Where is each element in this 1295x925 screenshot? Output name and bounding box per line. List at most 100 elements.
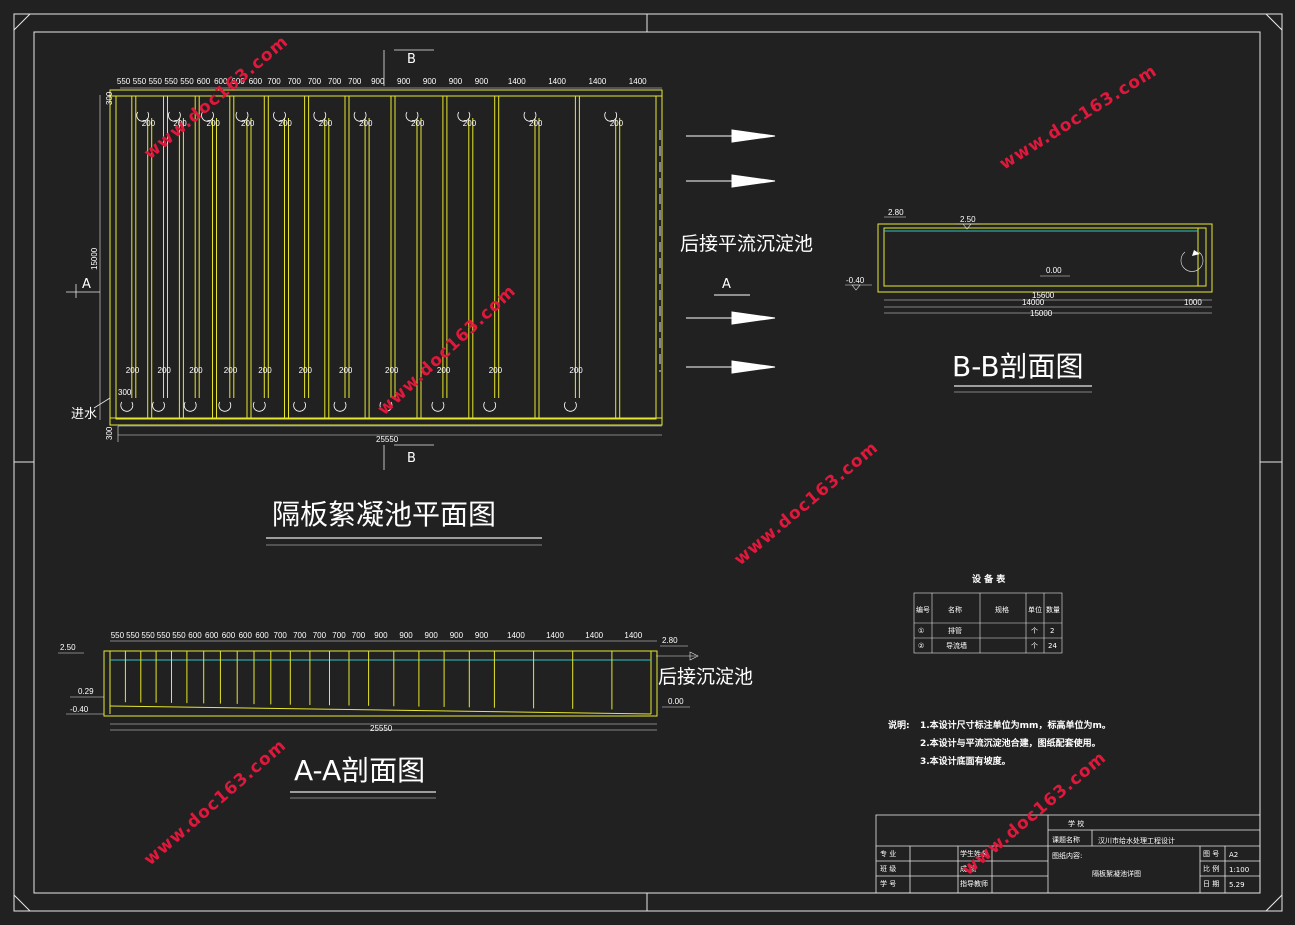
aa-top-dim-label: 700	[274, 631, 288, 640]
bb-level-top: 2.80	[888, 208, 904, 217]
section-bb-title: B-B剖面图	[952, 350, 1084, 383]
aa-top-dim-label: 550	[126, 631, 140, 640]
plan-top-dim-label: 600	[214, 77, 228, 86]
plan-height-dim: 15000	[90, 247, 99, 270]
aa-top-dim-label: 700	[352, 631, 366, 640]
plan-flow-arrow	[152, 401, 165, 412]
aa-top-dim-label: 600	[239, 631, 253, 640]
bb-level-zero: 0.00	[1046, 266, 1062, 275]
plan-top-dim-label: 550	[133, 77, 147, 86]
plan-bottom-dim: 25550	[376, 435, 399, 444]
plan-slot-label: 200	[126, 366, 140, 375]
plan-top-dim-label: 600	[197, 77, 211, 86]
design-notes: 说明: 1.本设计尺寸标注单位为mm，标高单位为m。 2.本设计与平流沉淀池合建…	[888, 719, 1111, 767]
aa-note: 后接沉淀池	[658, 666, 753, 688]
plan-top-dim-label: 900	[397, 77, 411, 86]
title-block: 学 校 课题名称 汉川市给水处理工程设计 图纸内容: 隔板絮凝池详图 专 业 班…	[875, 814, 1261, 894]
flow-arrows	[686, 129, 776, 374]
tb-right-value-2: 1:100	[1229, 866, 1249, 874]
eq-header-name: 名称	[948, 605, 962, 614]
plan-top-dim-label: 900	[475, 77, 489, 86]
eq-row2-unit: 个	[1031, 642, 1038, 650]
plan-flow-arrow	[483, 401, 497, 412]
plan-slot-label: 200	[258, 366, 272, 375]
aa-bottom-dim: 25550	[370, 724, 393, 733]
plan-flow-arrow	[313, 111, 327, 122]
plan-slot-label: 200	[569, 366, 583, 375]
plan-slot-label: 200	[339, 366, 353, 375]
bb-level-bottom: -0.40	[846, 276, 865, 285]
aa-top-dim-label: 600	[188, 631, 202, 640]
tb-right-label-3: 日 期	[1203, 880, 1219, 888]
tb-right-value-3: 5.29	[1229, 881, 1245, 889]
bb-dim-c: 1000	[1184, 298, 1202, 307]
plan-flow-arrow	[136, 111, 150, 122]
section-bb: 2.80 2.50 0.00 -0.40 15600 14000 1000 15…	[845, 208, 1213, 393]
watermark-5: www.doc163.com	[140, 735, 290, 869]
section-aa-title: A-A剖面图	[294, 754, 425, 787]
equipment-table-title: 设 备 表	[972, 573, 1006, 585]
eq-row1-qty: 2	[1050, 627, 1054, 635]
plan-top-dim-label: 700	[267, 77, 281, 86]
notes-label: 说明:	[888, 719, 910, 731]
watermark-6: www.doc163.com	[958, 748, 1110, 880]
plan-slot-label: 200	[299, 366, 313, 375]
plan-flow-arrow	[218, 401, 232, 412]
aa-level-bottom: -0.40	[70, 705, 89, 714]
eq-row1-no: ①	[918, 627, 924, 635]
aa-level-zero: 0.00	[668, 697, 684, 706]
plan-top-dim-label: 550	[117, 77, 131, 86]
arrow-section-mark: A	[722, 277, 731, 292]
inlet-label: 进水	[71, 407, 97, 422]
plan-flow-arrow	[564, 401, 577, 412]
aa-top-dim-label: 1400	[624, 631, 642, 640]
plan-top-dim-label: 550	[164, 77, 178, 86]
plan-height-300: 300	[105, 91, 114, 105]
plan-flow-arrow	[273, 111, 286, 122]
plan-flow-arrow	[379, 401, 393, 412]
plan-width-300-top: 300	[118, 388, 132, 397]
eq-header-unit: 单位	[1028, 605, 1042, 614]
tb-mid-row-3: 指导教师	[960, 879, 988, 888]
plan-slot-label: 200	[173, 119, 187, 128]
aa-top-dim-label: 550	[111, 631, 125, 640]
plan-flow-arrow	[168, 111, 181, 122]
eq-header-spec: 规格	[995, 605, 1009, 614]
tb-content-label: 图纸内容:	[1052, 851, 1082, 860]
aa-top-dim-label: 600	[205, 631, 219, 640]
eq-row2-name: 导流墙	[946, 641, 967, 650]
plan-flow-arrow	[120, 401, 134, 412]
plan-slot-label: 200	[189, 366, 203, 375]
aa-top-dim-label: 700	[332, 631, 346, 640]
plan-slot-label: 200	[529, 119, 543, 128]
plan-height-300-bottom: 300	[105, 426, 114, 440]
tb-right-label-1: 图 号	[1203, 850, 1219, 858]
plan-slot-label: 200	[411, 119, 425, 128]
plan-top-dim-label: 1400	[629, 77, 647, 86]
bb-dim-a: 15600	[1032, 291, 1055, 300]
eq-row2-qty: 24	[1048, 642, 1057, 650]
plan-top-dim-label: 700	[308, 77, 322, 86]
plan-top-dim-label: 550	[180, 77, 194, 86]
aa-top-dim-label: 600	[222, 631, 236, 640]
eq-header-no: 编号	[916, 605, 930, 614]
plan-flow-arrow	[293, 401, 306, 412]
aa-level-right-top: 2.80	[662, 636, 678, 645]
plan-slot-label: 200	[489, 366, 503, 375]
aa-top-dim-label: 900	[425, 631, 439, 640]
plan-top-dim-label: 900	[423, 77, 437, 86]
plan-baffles	[131, 96, 621, 418]
flow-note: 后接平流沉淀池	[680, 233, 813, 255]
tb-right-label-2: 比 例	[1203, 864, 1219, 873]
tb-project-label: 课题名称	[1052, 835, 1080, 844]
watermark-4: www.doc163.com	[730, 438, 882, 570]
plan-slot-label: 200	[463, 119, 477, 128]
plan-top-dim-label: 1400	[508, 77, 526, 86]
plan-slot-label: 200	[437, 366, 451, 375]
aa-top-dim-label: 700	[293, 631, 307, 640]
notes-line-2: 2.本设计与平流沉淀池合建，图纸配套使用。	[920, 737, 1101, 749]
aa-top-dim-label: 600	[255, 631, 269, 640]
